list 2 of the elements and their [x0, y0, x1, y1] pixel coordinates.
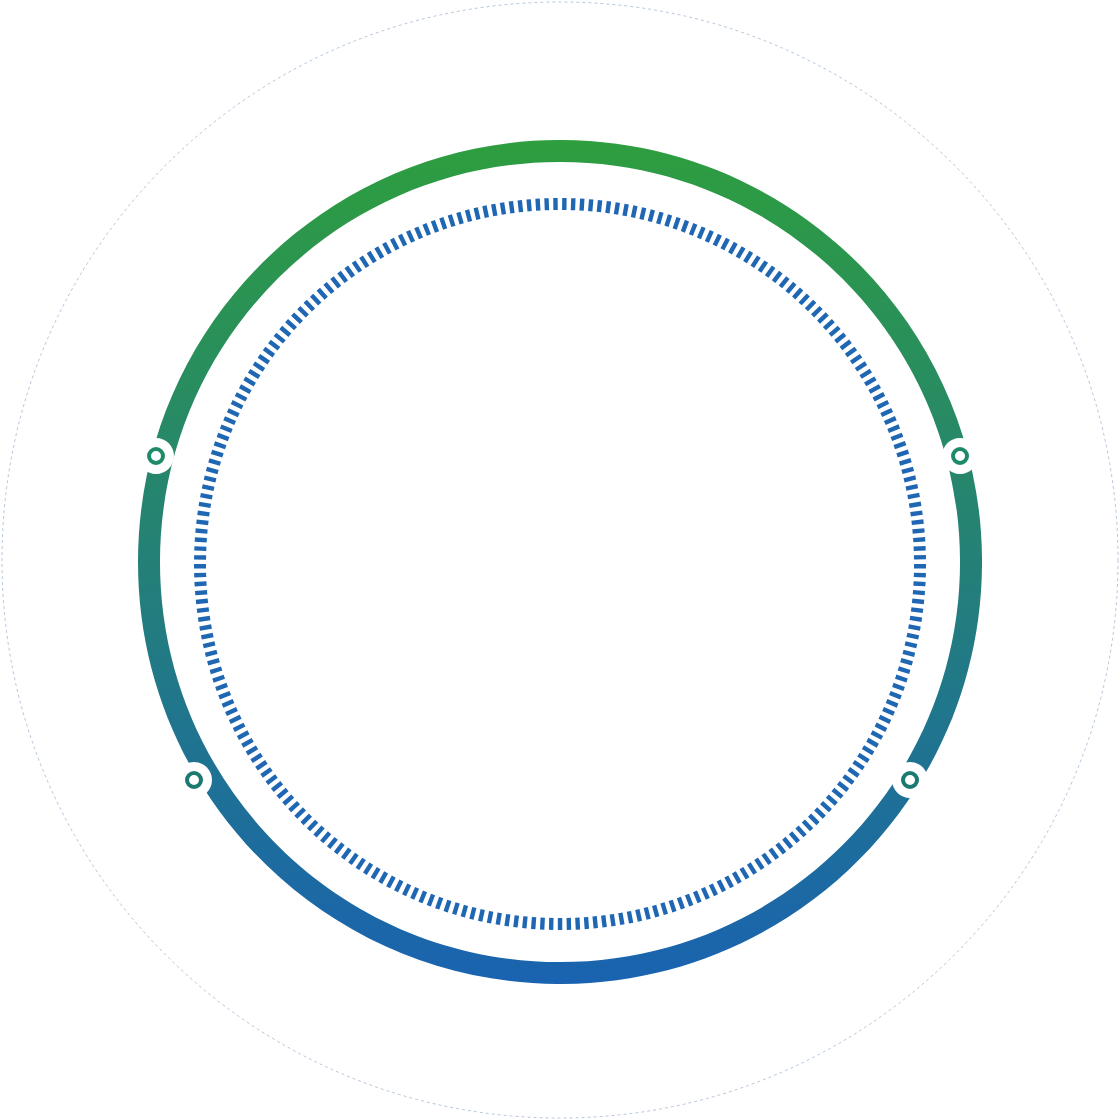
marker-dot	[892, 762, 928, 798]
marker-dot	[942, 438, 978, 474]
